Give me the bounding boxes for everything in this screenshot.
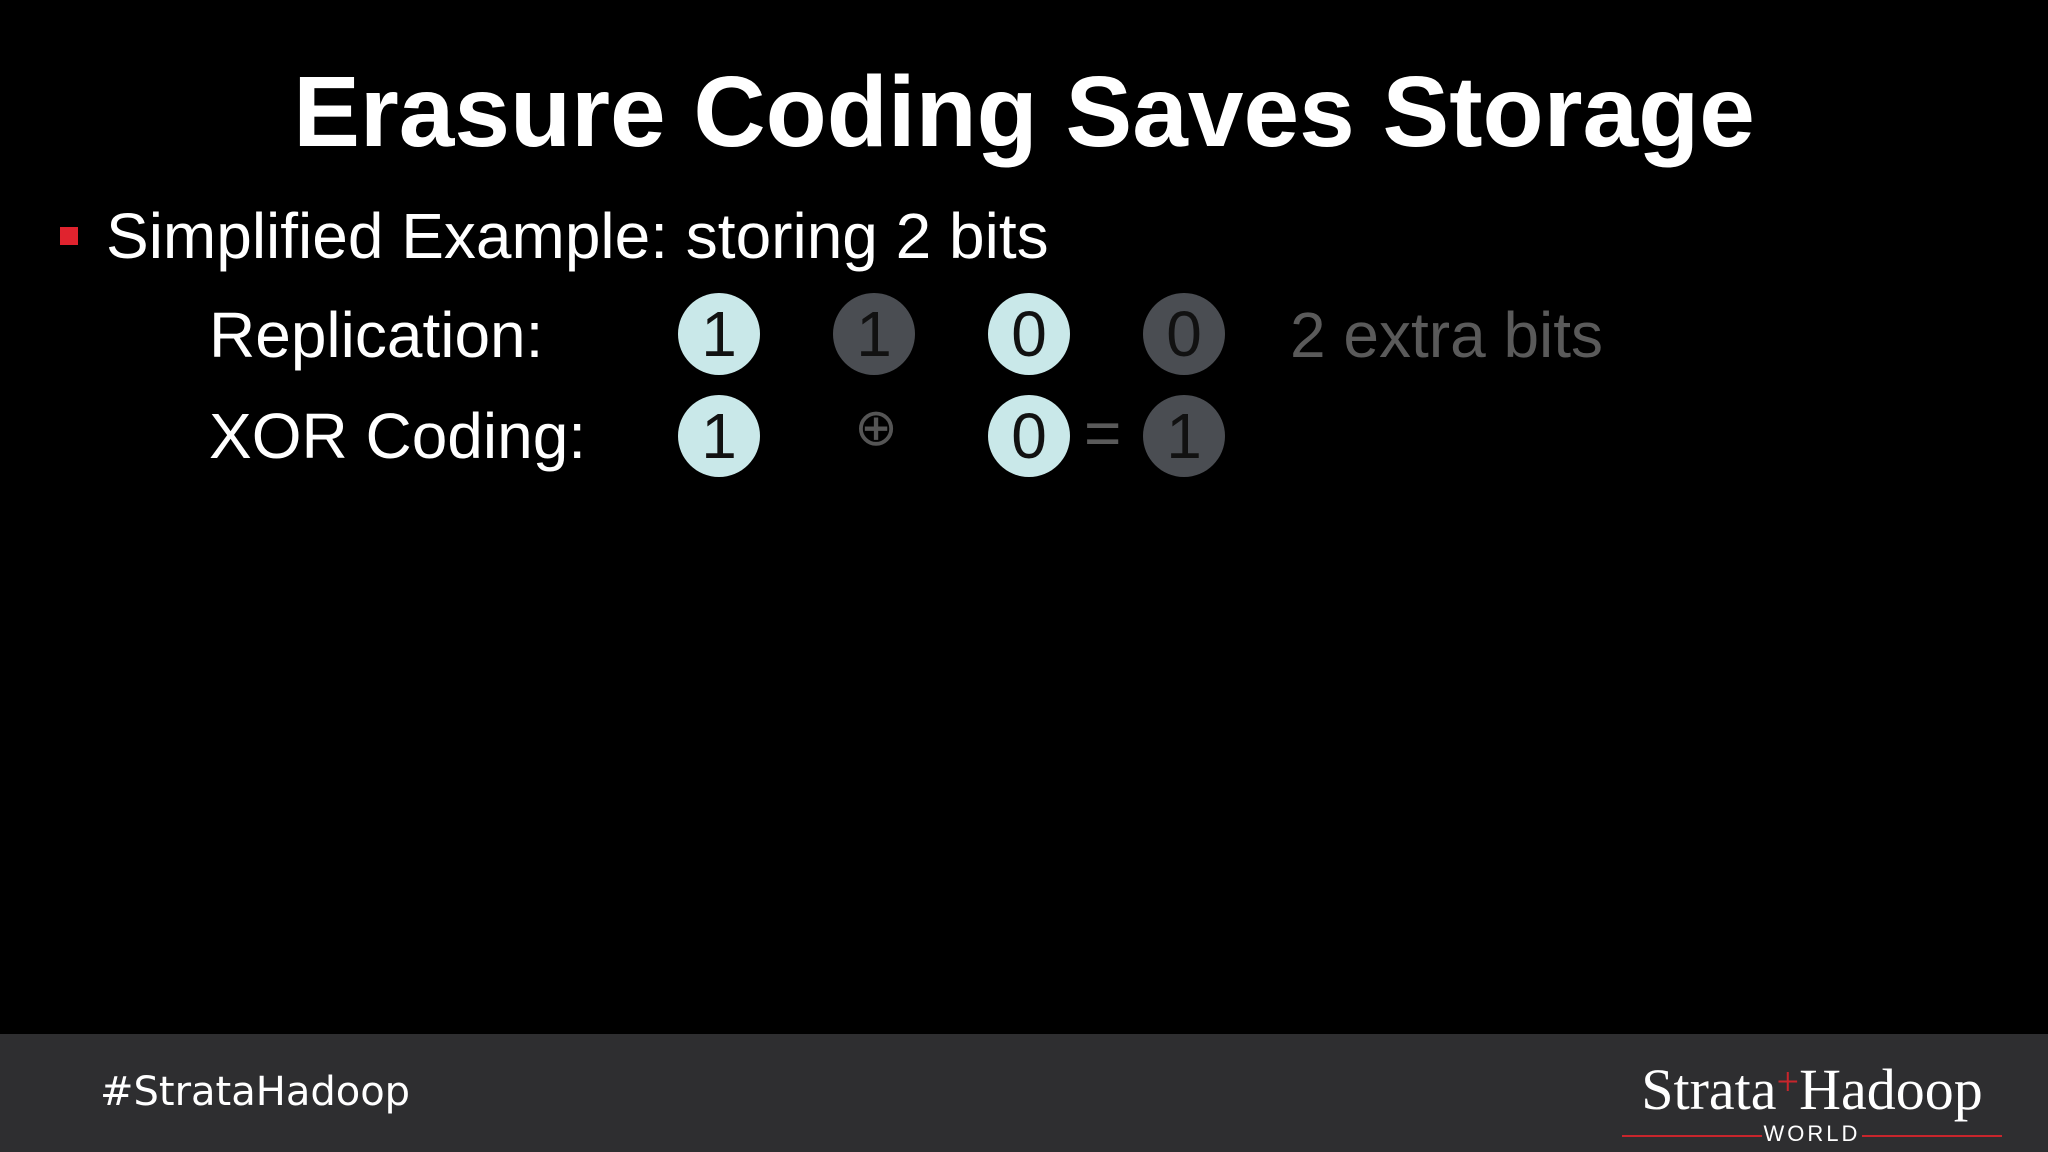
logo-word-hadoop: Hadoop — [1799, 1057, 1983, 1122]
strata-hadoop-logo: Strata+Hadoop WORLD — [1622, 1050, 2002, 1146]
logo-word-strata: Strata — [1641, 1057, 1777, 1122]
xor-bit-2: 0 — [988, 395, 1070, 477]
bullet-item: Simplified Example: storing 2 bits — [60, 196, 1049, 276]
extra-bits-note: 2 extra bits — [1290, 299, 1604, 371]
replication-bit-4: 0 — [1143, 293, 1225, 375]
xor-label: XOR Coding: — [209, 400, 587, 472]
replication-label: Replication: — [209, 299, 544, 371]
replication-bit-1: 1 — [678, 293, 760, 375]
xor-parity-bit: 1 — [1143, 395, 1225, 477]
xor-bit-1: 1 — [678, 395, 760, 477]
slide-title: Erasure Coding Saves Storage — [293, 56, 1755, 168]
xor-operator-icon: ⊕ — [854, 398, 898, 458]
bullet-text: Simplified Example: storing 2 bits — [106, 200, 1049, 272]
logo-rule-right — [1862, 1135, 2002, 1137]
bullet-marker-icon — [60, 227, 78, 245]
logo-rule-left — [1622, 1135, 1762, 1137]
footer-hashtag: #StrataHadoop — [100, 1069, 411, 1115]
logo-world: WORLD — [1763, 1121, 1861, 1146]
logo-wordmark: Strata+Hadoop — [1622, 1050, 2002, 1122]
replication-bit-3: 0 — [988, 293, 1070, 375]
equals-sign: = — [1084, 397, 1122, 469]
footer-bar: #StrataHadoop Strata+Hadoop WORLD — [0, 1034, 2048, 1152]
replication-bit-2: 1 — [833, 293, 915, 375]
logo-plus-icon: + — [1776, 1059, 1800, 1104]
